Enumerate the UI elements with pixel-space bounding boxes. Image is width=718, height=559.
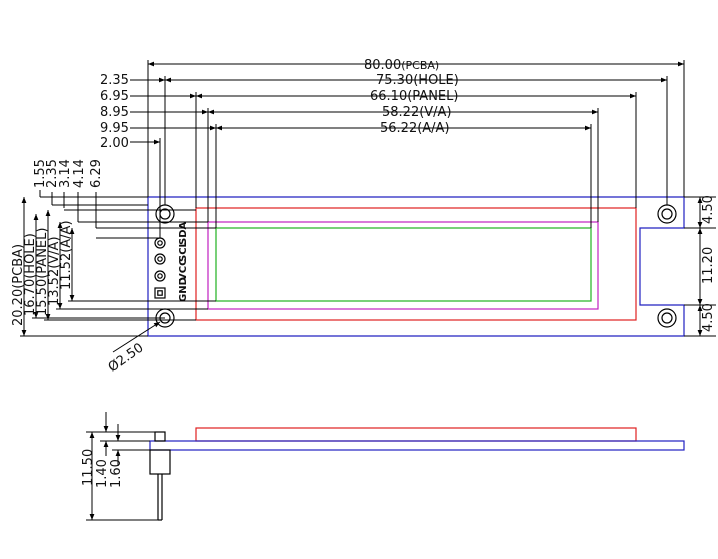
dim-panel-width: 66.10(PANEL) <box>370 89 458 104</box>
voffset-6-29: 6.29 <box>89 159 104 188</box>
pcba-outline <box>147 196 685 337</box>
right-dim-middle: 11.20 <box>701 247 716 284</box>
right-dim-bottom: 4.50 <box>701 303 716 332</box>
viewing-area-outline <box>207 221 599 310</box>
pin-label-vcc: VCC <box>178 259 189 281</box>
height-dimension-labels: 20.20(PCBA) 16.70(HOLE) 15.50(PANEL) 13.… <box>11 220 74 326</box>
vertical-offset-labels: 1.55 2.35 3.14 4.14 6.29 <box>33 159 104 188</box>
dim-hole-width: 75.30(HOLE) <box>376 73 459 88</box>
header-pin <box>149 431 171 521</box>
side-view: 11.50 1.40 1.60 <box>81 412 685 521</box>
side-panel <box>195 427 637 442</box>
side-dim-total-height: 11.50 <box>81 449 96 486</box>
height-va: 13.52(V/A) <box>47 236 62 306</box>
pin-labels: GND VCC SCL SDA <box>178 221 189 302</box>
voffset-1-55: 1.55 <box>33 159 48 188</box>
hole-diameter-label: Ø2.50 <box>106 341 147 376</box>
pin-label-sda: SDA <box>178 221 189 245</box>
active-area-outline <box>215 227 592 302</box>
dim-aa-width: 56.22(A/A) <box>380 121 450 136</box>
panel-outline <box>195 207 637 321</box>
vertical-offset-lines <box>39 190 216 239</box>
height-pcba: 20.20(PCBA) <box>11 244 26 326</box>
height-dimension-lines <box>20 197 216 337</box>
height-hole: 16.70(HOLE) <box>23 233 38 316</box>
pin-label-scl: SCL <box>178 240 189 262</box>
side-pcb <box>149 440 685 451</box>
right-dimension-lines <box>684 196 716 337</box>
height-panel: 15.50(PANEL) <box>35 228 50 316</box>
right-dim-top: 4.50 <box>701 195 716 224</box>
pin-pads <box>154 237 166 299</box>
voffset-3-14: 3.14 <box>58 159 73 188</box>
voffset-4-14: 4.14 <box>72 159 87 188</box>
offset-9-95: 9.95 <box>100 121 129 136</box>
front-view: GND VCC SCL SDA Ø2.50 <box>106 196 685 376</box>
offset-2-35: 2.35 <box>100 73 129 88</box>
top-dimension-labels: 80.00(PCBA) 75.30(HOLE) 66.10(PANEL) 58.… <box>100 58 459 151</box>
offset-8-95: 8.95 <box>100 105 129 120</box>
side-dim-pcb-thickness: 1.60 <box>109 459 124 488</box>
hole-leader <box>112 321 161 353</box>
voffset-2-35: 2.35 <box>45 159 60 188</box>
dim-va-width: 58.22(V/A) <box>382 105 452 120</box>
side-dimension-lines <box>86 412 158 521</box>
offset-6-95: 6.95 <box>100 89 129 104</box>
pin-label-gnd: GND <box>178 277 189 302</box>
dim-pcba-width: 80.00(PCBA) <box>364 58 439 73</box>
side-dim-panel-thickness: 1.40 <box>95 459 110 488</box>
offset-2-00: 2.00 <box>100 136 129 151</box>
height-aa: 11.52(A/A) <box>59 220 74 290</box>
right-dimension-labels: 4.50 11.20 4.50 <box>701 195 716 332</box>
side-dimension-labels: 11.50 1.40 1.60 <box>81 449 124 488</box>
top-dimensions <box>130 60 685 238</box>
